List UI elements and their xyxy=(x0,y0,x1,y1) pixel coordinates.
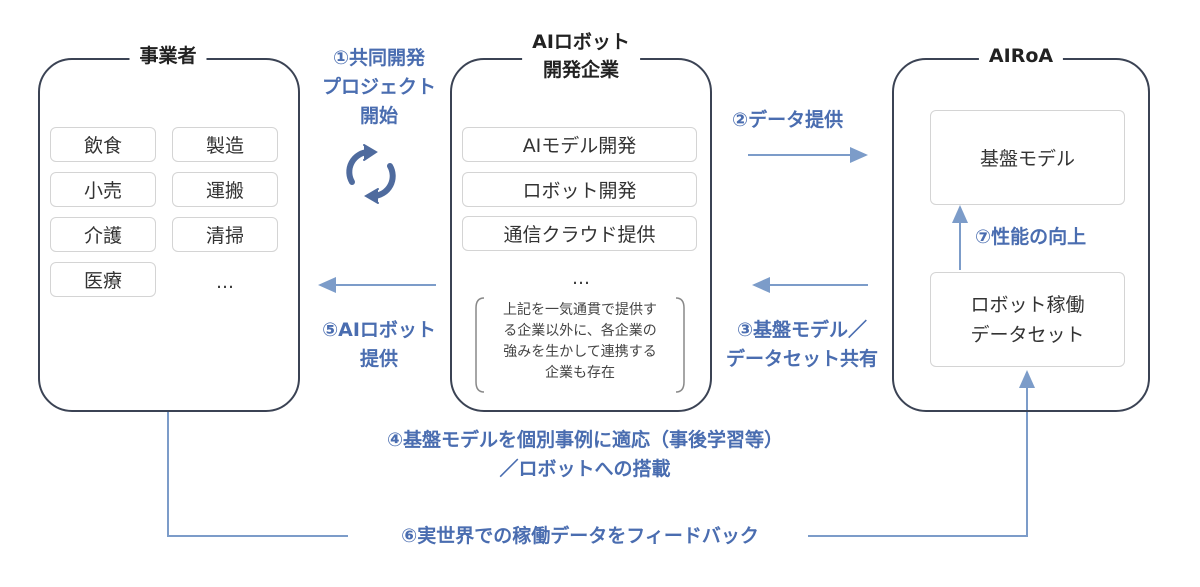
operator-item: 清掃 xyxy=(172,217,278,252)
airoa-title: AIRoA xyxy=(978,42,1064,70)
operator-item: 小売 xyxy=(50,172,156,207)
step2-label: ②データ提供 xyxy=(732,109,844,131)
dataset-line1: ロボット稼働 xyxy=(970,293,1085,316)
developer-item: ロボット開発 xyxy=(462,172,697,207)
step4-line: ④基盤モデルを個別事例に適応（事後学習等） xyxy=(386,429,784,451)
operator-item: 介護 xyxy=(50,217,156,252)
step1-line: 開始 xyxy=(359,105,398,127)
note-line: 企業も存在 xyxy=(545,365,615,381)
step1-line: プロジェクト xyxy=(321,76,436,98)
step3-line: ③基盤モデル／ xyxy=(736,319,868,341)
developer-note: 上記を一気通貫で提供す る企業以外に、各企業の 強みを生かして連携する 企業も存… xyxy=(486,300,674,384)
operators-title: 事業者 xyxy=(129,42,207,70)
step1-label: ①共同開発プロジェクト開始 xyxy=(316,44,442,131)
operator-item: 製造 xyxy=(172,127,278,162)
cycle-icon xyxy=(346,144,396,204)
developer-title-line2: 開発企業 xyxy=(542,59,619,81)
note-line: 上記を一気通貫で提供す xyxy=(503,302,657,318)
step4-label: ④基盤モデルを個別事例に適応（事後学習等） ／ロボットへの搭載 xyxy=(300,426,870,484)
operator-item: 飲食 xyxy=(50,127,156,162)
step6-label: ⑥実世界での稼働データをフィードバック xyxy=(401,525,759,547)
step4-line: ／ロボットへの搭載 xyxy=(499,458,671,480)
developer-item: AIモデル開発 xyxy=(462,127,697,162)
step1-line: ①共同開発 xyxy=(332,47,426,69)
dataset-box: ロボット稼働データセット xyxy=(930,272,1125,367)
step5-line: ⑤AIロボット xyxy=(322,319,436,341)
step3-line: データセット共有 xyxy=(725,348,878,370)
feedback-line-right xyxy=(808,370,1035,537)
feedback-line-left xyxy=(167,412,348,537)
step5-label: ⑤AIロボット提供 xyxy=(316,316,442,374)
foundation-model-box: 基盤モデル xyxy=(930,110,1125,205)
dataset-line2: データセット xyxy=(970,323,1085,346)
operator-item: 運搬 xyxy=(172,172,278,207)
developer-more: … xyxy=(572,268,590,289)
developer-title-line1: AIロボット xyxy=(532,31,630,53)
step7-label: ⑦性能の向上 xyxy=(975,226,1087,248)
developer-item: 通信クラウド提供 xyxy=(462,216,697,251)
step3-label: ③基盤モデル／ データセット共有 xyxy=(716,316,888,374)
operators-more: … xyxy=(216,272,234,293)
note-line: る企業以外に、各企業の xyxy=(503,323,657,339)
operator-item: 医療 xyxy=(50,262,156,297)
note-line: 強みを生かして連携する xyxy=(503,344,657,360)
step5-line: 提供 xyxy=(359,348,398,370)
developer-title: AIロボット開発企業 xyxy=(522,28,640,84)
